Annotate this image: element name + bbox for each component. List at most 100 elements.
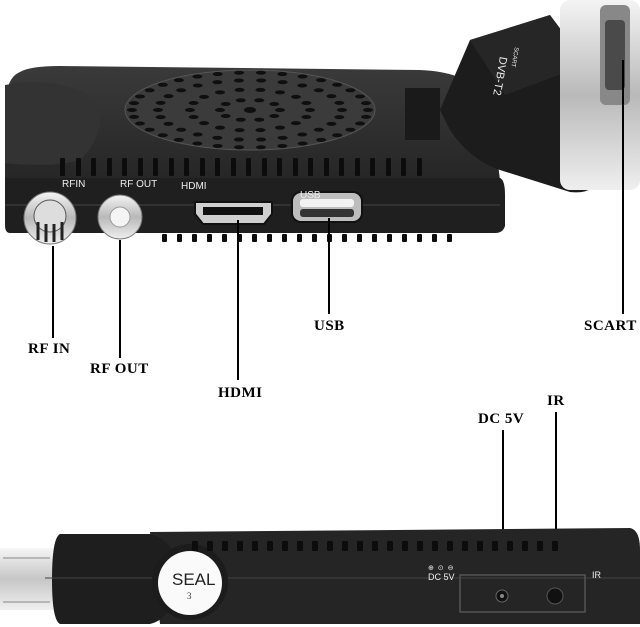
fan-grille-hole [215, 125, 225, 130]
fan-grille-hole [277, 72, 288, 77]
vent-slot [385, 158, 391, 176]
usb-label: USB [314, 318, 345, 334]
vent-slot [357, 234, 362, 242]
fan-grille-hole [215, 90, 225, 95]
fan-grille-hole [360, 101, 371, 106]
side-body-illustration [0, 528, 640, 624]
vent-slot [387, 541, 393, 551]
vent-slot [354, 158, 360, 176]
fan-grille-hole [277, 143, 288, 148]
fan-grille [244, 107, 256, 113]
vent-slot [462, 541, 468, 551]
vent-slot [207, 234, 212, 242]
fan-grille-hole [233, 137, 244, 142]
fan-grille-hole [256, 137, 267, 142]
fan-grille-hole [297, 83, 308, 88]
fan-grille-hole [192, 83, 203, 88]
top-view-device: RFIN RF OUT HDMI USB DVB-T2 SCART [0, 0, 640, 260]
vent-slot [184, 158, 189, 176]
fan-grille-hole [255, 145, 266, 150]
fan-grille-hole [297, 74, 308, 79]
vent-slot [447, 541, 453, 551]
fan-grille-hole [301, 101, 312, 106]
fan-grille-hole [334, 115, 345, 120]
ir-label: IR [547, 393, 565, 409]
fan-grille-hole [305, 108, 315, 112]
fan-grille-hole [173, 78, 184, 83]
device-body-illustration [5, 0, 640, 245]
fan-grille-hole [275, 125, 285, 130]
fan-grille-hole [215, 108, 225, 112]
rf-in-marking: RFIN [62, 179, 86, 190]
vent-slot [237, 541, 243, 551]
fan-grille-hole [254, 117, 265, 122]
fan-grille-hole [235, 117, 246, 122]
fan-grille-hole [163, 94, 174, 99]
fan-grille-hole [297, 132, 308, 137]
fan-grille-hole [176, 88, 187, 93]
usb-marking: USB [300, 190, 321, 201]
fan-grille-hole [192, 74, 203, 79]
fan-grille-hole [212, 143, 223, 148]
vent-slot [282, 234, 287, 242]
fan-grille-hole [144, 88, 155, 93]
fan-grille-hole [233, 78, 244, 83]
fan-grille-hole [275, 108, 285, 112]
fan-grille-hole [134, 94, 145, 99]
dc-5v-label: DC 5V [478, 411, 525, 427]
vent-slot [522, 541, 528, 551]
usb-leader-line [328, 218, 330, 314]
fan-grille-hole [234, 145, 245, 150]
vent-slot [192, 234, 197, 242]
hdmi-leader-line [237, 220, 239, 380]
fan-grille-hole [255, 70, 266, 75]
fan-grille-hole [363, 108, 373, 112]
vent-slot [277, 158, 282, 176]
vent-slot [237, 234, 242, 242]
vent-slot [552, 541, 558, 551]
vent-slot [312, 541, 318, 551]
vent-slot [402, 234, 407, 242]
vent-slot [207, 541, 213, 551]
fan-grille-hole [212, 72, 223, 77]
fan-grille-hole [313, 88, 324, 93]
fan-grille-hole [127, 108, 137, 112]
vent-slot [401, 158, 406, 176]
vent-slot [312, 234, 317, 242]
rf-out-leader-line [119, 240, 121, 358]
seal-sticker [158, 551, 222, 615]
fan-grille-hole [144, 127, 155, 132]
fan-grille-hole [157, 133, 168, 138]
vent-slot [222, 234, 227, 242]
fan-grille-hole [290, 94, 301, 99]
rf-out-label: RF OUT [90, 361, 149, 377]
vent-slot [342, 541, 348, 551]
vent-slot [162, 234, 167, 242]
fan-grille-hole [275, 90, 285, 95]
fan-grille-hole [176, 127, 187, 132]
vent-slot [153, 158, 158, 176]
seal-label: SEAL [172, 570, 216, 589]
fan-grille-hole [355, 94, 366, 99]
ir-leader-line [555, 412, 557, 596]
fan-grille-hole [199, 94, 210, 99]
vent-slot [192, 541, 198, 551]
vent-slot [168, 158, 174, 176]
fan-grille-hole [163, 121, 174, 126]
ir-marking: IR [592, 570, 601, 580]
vent-slot [477, 541, 483, 551]
fan-grille-hole [188, 114, 199, 119]
fan-grille-hole [155, 115, 166, 120]
vent-slot [342, 234, 347, 242]
vent-slot [246, 158, 251, 176]
vent-slot [199, 158, 205, 176]
vent-slot [230, 158, 236, 176]
vent-slot [327, 234, 332, 242]
hdmi-marking: HDMI [181, 181, 207, 192]
fan-grille-hole [313, 127, 324, 132]
seal-number: 3 [187, 591, 192, 601]
fan-grille-hole [269, 113, 280, 118]
vent-slot [417, 541, 423, 551]
vent-slot [387, 234, 392, 242]
rf-in-leader-line [52, 246, 54, 338]
